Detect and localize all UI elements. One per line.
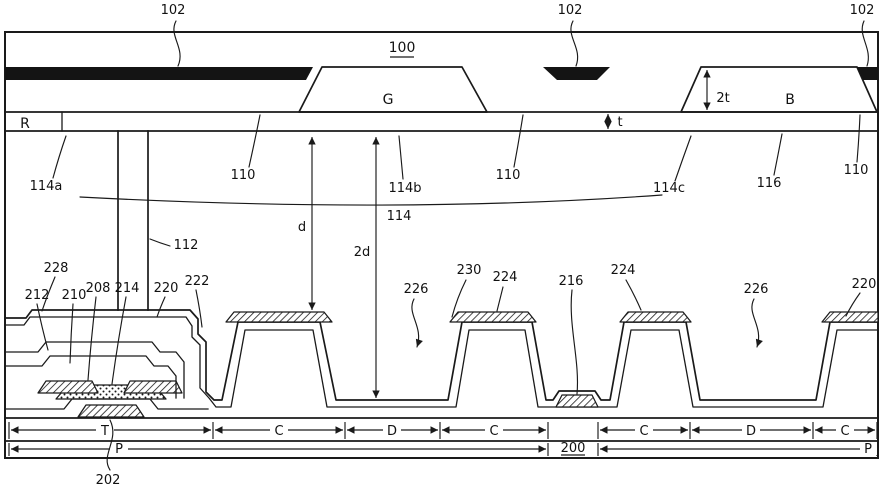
leader-222 [195, 289, 203, 328]
leader-110-1 [248, 114, 261, 168]
pixel-electrode-strip-b [449, 311, 537, 323]
label-section-C3: C [639, 424, 648, 439]
gate-electrode-hatch [77, 404, 145, 418]
label-section-D2: D [746, 424, 756, 439]
leader-228 [41, 276, 56, 312]
leader-220 [156, 296, 166, 318]
label-230: 230 [457, 263, 482, 278]
label-green-filter: G [383, 92, 394, 108]
label-mask [742, 423, 760, 436]
label-mask [270, 423, 288, 436]
label-112: 112 [174, 238, 199, 253]
label-2d: 2d [354, 245, 371, 260]
label-110-2: 110 [496, 168, 521, 183]
brace-arc-114 [79, 194, 663, 206]
label-114b: 114b [388, 181, 421, 196]
leader-arrow-226-left [411, 298, 423, 348]
label-102-2: 102 [558, 3, 583, 18]
leader-210 [69, 303, 74, 364]
leader-102-3 [861, 20, 869, 67]
label-100: 100 [389, 40, 416, 56]
label-220: 220 [154, 281, 179, 296]
leader-114c [674, 135, 692, 182]
label-section-C1: C [274, 424, 283, 439]
leader-102-1 [173, 20, 181, 67]
pixel-electrode-strip-c [619, 311, 692, 323]
interlayer-212-line [4, 341, 185, 399]
label-110-1: 110 [231, 168, 256, 183]
leader-202 [106, 419, 114, 471]
source-electrode-hatch [37, 380, 99, 394]
label-216: 216 [559, 274, 584, 289]
leader-114a [52, 135, 67, 179]
leader-110-3 [856, 114, 861, 163]
light-shield-bar-left [5, 67, 313, 80]
label-section-D1: D [387, 424, 397, 439]
gate-insulator-line [4, 398, 209, 410]
blue-filter-trapezoid [680, 66, 878, 113]
label-2t: 2t [716, 91, 729, 106]
leader-214 [111, 296, 127, 385]
label-pitch-left: P [115, 442, 123, 457]
label-mask [836, 423, 854, 436]
label-mask [110, 442, 128, 455]
leader-110-2 [513, 114, 524, 168]
label-mask [383, 423, 401, 436]
label-222: 222 [185, 274, 210, 289]
leader-224-right [625, 279, 642, 311]
light-shield-right [857, 67, 878, 80]
section-dimension-row [8, 422, 878, 439]
label-110-3: 110 [844, 163, 869, 178]
label-200: 200 [561, 441, 586, 456]
label-116: 116 [757, 176, 782, 191]
pitch-dimension-row [8, 442, 878, 456]
label-224-right: 224 [611, 263, 636, 278]
leader-208 [87, 296, 97, 381]
leader-114b [398, 135, 404, 180]
label-114: 114 [387, 209, 412, 224]
label-mask [635, 423, 653, 436]
passivation-inner-profile [4, 316, 879, 408]
label-red-filter: R [20, 116, 30, 132]
leader-216 [570, 289, 579, 395]
label-section-C2: C [489, 424, 498, 439]
interlayer-210-line [4, 355, 177, 399]
pixel-electrode-strip-a [225, 311, 333, 323]
leader-230 [451, 279, 467, 318]
label-blue-filter: B [785, 92, 795, 108]
leader-220-right [845, 292, 861, 317]
label-210: 210 [62, 288, 87, 303]
drain-electrode-hatch [123, 380, 183, 394]
label-114a: 114a [30, 179, 63, 194]
label-102-1: 102 [161, 3, 186, 18]
label-t: t [617, 115, 622, 130]
label-114c: 114c [653, 181, 685, 196]
label-mask [860, 442, 877, 455]
label-220-right: 220 [852, 277, 877, 292]
leader-102-2 [570, 20, 579, 67]
label-mask [96, 423, 114, 436]
label-102-3: 102 [850, 3, 875, 18]
label-pitch-right: P [864, 442, 872, 457]
leader-212 [36, 303, 49, 351]
leader-arrow-226-right [751, 298, 763, 348]
label-224-left: 224 [493, 270, 518, 285]
label-228: 228 [44, 261, 69, 276]
label-section-T: T [100, 424, 109, 439]
leader-116 [773, 133, 783, 176]
pixel-electrode-strip-d [821, 311, 879, 323]
storage-island-216-hatch [555, 394, 599, 408]
light-shield-middle [543, 67, 610, 80]
leader-112 [149, 238, 171, 247]
label-226-left: 226 [404, 282, 429, 297]
label-208: 208 [86, 281, 111, 296]
label-214: 214 [115, 281, 140, 296]
label-mask [485, 423, 503, 436]
label-d: d [298, 220, 306, 235]
leader-224-left [496, 286, 504, 312]
label-202: 202 [96, 473, 121, 486]
label-212: 212 [25, 288, 50, 303]
label-226-right: 226 [744, 282, 769, 297]
label-section-C4: C [840, 424, 849, 439]
